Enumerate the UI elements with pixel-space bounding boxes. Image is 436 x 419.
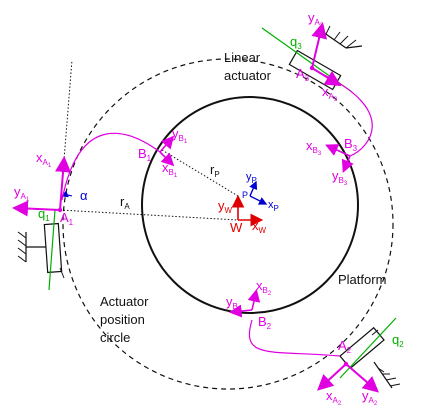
- q3-label: q3: [290, 34, 302, 51]
- B3-x-axis: [325, 144, 351, 157]
- yW-label: yW: [218, 198, 233, 215]
- q1-label: q1: [38, 206, 50, 223]
- yB1-label: yB1: [172, 126, 188, 145]
- P-label: P: [242, 190, 248, 200]
- A2-joint: [343, 361, 349, 367]
- actuator-circle-label-line1: Actuator: [100, 294, 149, 309]
- yA2-label: yA2: [362, 388, 378, 407]
- A1-x-axis: [55, 156, 72, 211]
- link-B2-A2: [248, 319, 341, 357]
- link-A1-B1: [61, 132, 161, 201]
- actuator-circle-label-line3: circle: [100, 330, 130, 345]
- B1-x-axis: [159, 151, 175, 167]
- alpha-label: α: [80, 188, 88, 203]
- A1-y-axis: [12, 200, 61, 217]
- yB3-label: yB3: [332, 168, 348, 187]
- A2-y-axis: [345, 363, 380, 393]
- platform-label: Platform: [338, 272, 386, 287]
- B3-y-axis: [341, 155, 354, 173]
- yB2-label: yB2: [226, 294, 242, 313]
- xA2-label: xA2: [326, 388, 342, 407]
- B1-label: B1: [138, 146, 152, 163]
- A1-label: A1: [60, 210, 74, 227]
- B2-y-axis: [228, 304, 253, 318]
- rA-line: [59, 209, 239, 221]
- B3-label: B3: [344, 136, 358, 153]
- yP-label: yP: [246, 171, 257, 185]
- xB3-label: xB3: [306, 138, 322, 157]
- xA3-label: xA3: [322, 84, 338, 103]
- actuator-position-circle: [62, 58, 394, 390]
- xP-label: xP: [268, 199, 279, 213]
- link-A3-B3: [317, 71, 373, 157]
- actuator-1: [17, 209, 65, 291]
- A3-y-axis: [311, 22, 328, 69]
- yA1-label: yA1: [14, 184, 30, 203]
- rP-line: [161, 149, 239, 197]
- q2-label: q2: [392, 332, 404, 349]
- A3-label: A3: [296, 66, 310, 83]
- rP-label: rP: [210, 162, 220, 179]
- A3-joint: [309, 65, 315, 71]
- A1-joint: [57, 207, 63, 213]
- xB1-label: xB1: [162, 160, 178, 179]
- xB2-label: xB2: [256, 278, 272, 297]
- B2-label: B2: [258, 314, 272, 331]
- A2-label: A2: [338, 338, 352, 355]
- actuator-circle-label-line2: position: [100, 312, 145, 327]
- platform-x-axis: [249, 195, 268, 205]
- platform-circle: [141, 96, 359, 314]
- xA1-label: xA1: [36, 150, 52, 169]
- B1-y-axis: [159, 135, 175, 153]
- yA3-label: yA3: [308, 10, 324, 29]
- A2-x-axis: [317, 363, 347, 391]
- platform-y-axis: [249, 180, 258, 197]
- linear-actuator-label-line1: Linear: [224, 50, 261, 65]
- B2-x-axis: [247, 288, 261, 311]
- xW-label: xW: [252, 218, 267, 235]
- linear-actuator-label-line2: actuator: [224, 68, 272, 83]
- W-label: W: [230, 220, 243, 235]
- rA-label: rA: [120, 194, 130, 211]
